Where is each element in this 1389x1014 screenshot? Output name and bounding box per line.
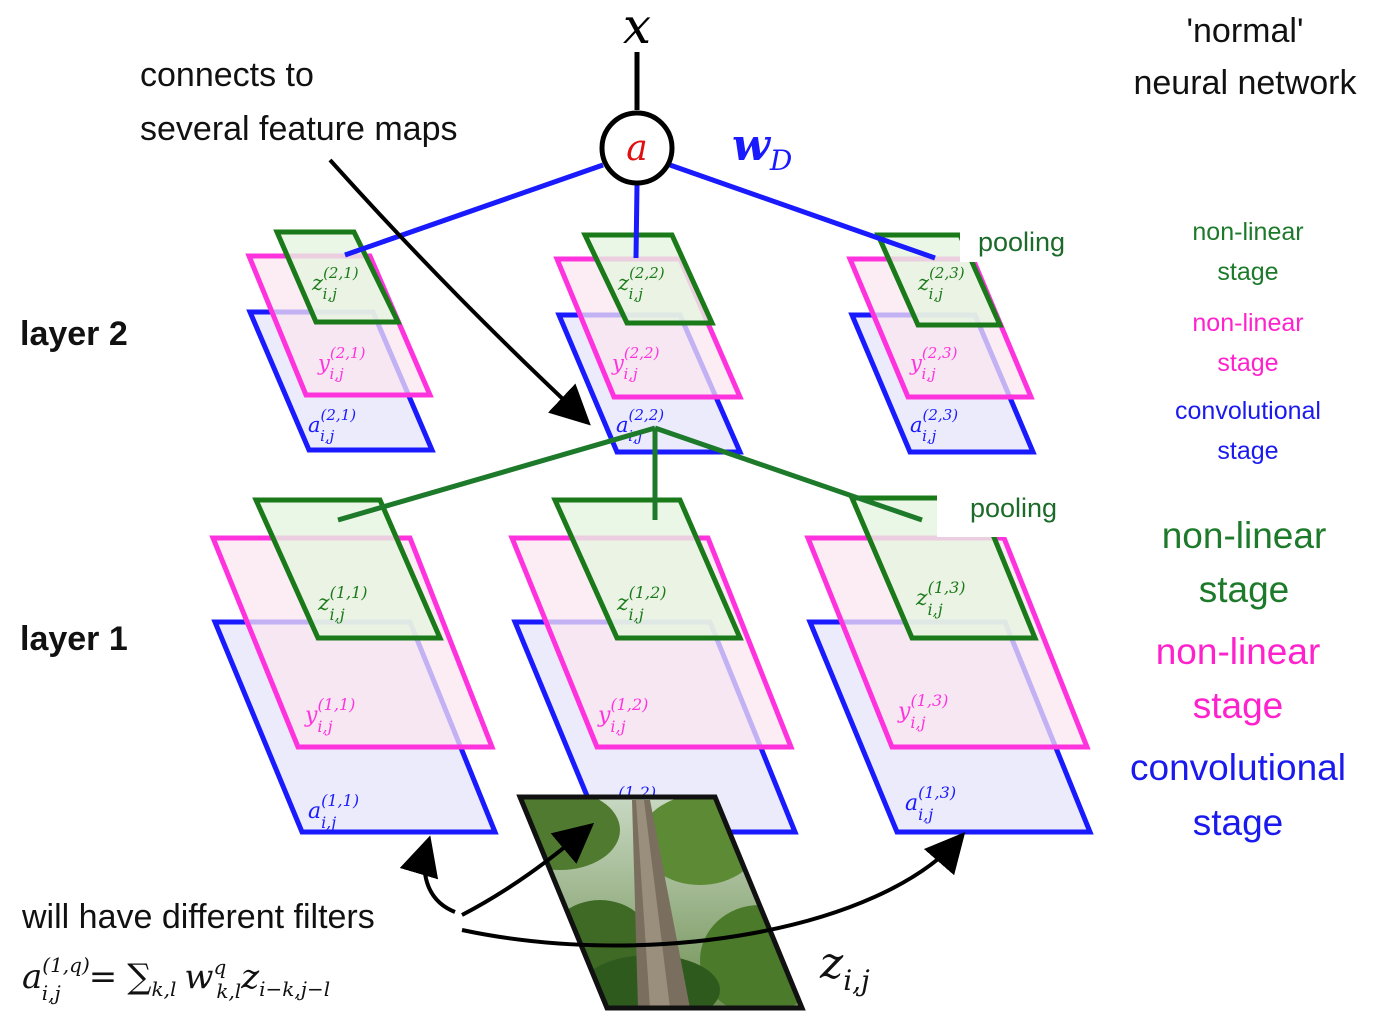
connects-arrow — [328, 158, 591, 426]
layer1-maps — [209, 495, 1094, 835]
input-label: x — [623, 0, 651, 55]
l2-map2-a-label: a(2,2)i,j — [616, 406, 664, 445]
l2-map2-y-label: y(2,2)i,j — [611, 344, 660, 383]
map3-y-label: y(1,3)i,j — [897, 691, 948, 732]
layer1-map-3 — [804, 495, 1094, 835]
neuron-circle — [599, 110, 675, 186]
layer1-map-2 — [508, 497, 799, 835]
l2-map3-a-label: a(2,3)i,j — [910, 406, 958, 445]
layer2-map-2 — [553, 232, 744, 455]
layer1-label: layer 1 — [20, 620, 128, 658]
layer2-labels: z(2,1)i,j y(2,1)i,j a(2,1)i,j z(2,2)i,j … — [308, 264, 965, 445]
normal-nn-line2: neural network — [1133, 64, 1357, 102]
layer1-map-1 — [209, 497, 499, 835]
l2-nonlinear2-line2: stage — [1217, 349, 1278, 377]
l2-nonlinear2-line1: non-linear — [1192, 309, 1303, 337]
l2-map3-y-label: y(2,3)i,j — [909, 344, 958, 383]
weights-lines — [344, 162, 936, 261]
filters-arrow-2 — [461, 822, 595, 917]
l1-nonlinear2-line2: stage — [1193, 685, 1284, 726]
map3-a-label: a(1,3)i,j — [905, 783, 956, 824]
connects-label-line2: several feature maps — [140, 110, 458, 148]
layer2-label: layer 2 — [20, 315, 128, 353]
pooling-sheet — [581, 232, 716, 326]
l2-map1-a-label: a(2,1)i,j — [308, 406, 356, 445]
l1-nonlinear1-line2: stage — [1199, 569, 1290, 610]
pooling-label-bg-2 — [960, 222, 1090, 262]
input-image-label: zi,j — [819, 938, 870, 997]
connects-label-line1: connects to — [140, 56, 314, 94]
neuron-label: a — [626, 128, 647, 169]
filters-arrow-3 — [461, 831, 966, 948]
l2-nonlinear1-line1: non-linear — [1192, 218, 1303, 246]
l2-map1-z-label: z(2,1)i,j — [311, 264, 359, 303]
l2-conv-line1: convolutional — [1175, 397, 1321, 425]
l2-map2-z-label: z(2,2)i,j — [617, 264, 665, 303]
l1-nonlinear2-line1: non-linear — [1156, 631, 1321, 672]
weights-label: wD — [732, 120, 792, 177]
l2-nonlinear1-line2: stage — [1217, 258, 1278, 286]
pooling-label-bg-1 — [937, 487, 1082, 537]
annotations: connects to several feature maps 'normal… — [20, 12, 1358, 936]
layer2-map-1 — [245, 229, 436, 453]
map2-y-label: y(1,2)i,j — [597, 695, 648, 736]
l1-nonlinear1-line1: non-linear — [1162, 515, 1327, 556]
layer1-labels: z(1,1)i,j y(1,1)i,j a(1,1)i,j z(1,2)i,j … — [304, 578, 966, 832]
pooling-sheet — [252, 497, 444, 641]
l2-conv-line2: stage — [1217, 437, 1278, 465]
map2-z-label: z(1,2)i,j — [616, 583, 667, 624]
map3-z-label: z(1,3)i,j — [915, 578, 966, 619]
layer1-to-layer2-connections — [337, 425, 923, 523]
l1-conv-line2: stage — [1193, 802, 1284, 843]
map1-y-label: y(1,1)i,j — [304, 695, 355, 736]
pooling-label-layer1: pooling — [970, 493, 1057, 523]
l2-map1-y-label: y(2,1)i,j — [317, 344, 366, 383]
input-image-frame — [516, 794, 806, 1011]
pooling-sheet — [273, 229, 403, 325]
pooling-label-layer2: pooling — [978, 227, 1065, 257]
l2-map3-z-label: z(2,3)i,j — [917, 264, 965, 303]
map1-z-label: z(1,1)i,j — [317, 583, 368, 624]
different-filters-label: will have different filters — [21, 898, 375, 936]
normal-nn-line1: 'normal' — [1187, 12, 1304, 50]
map1-a-label: a(1,1)i,j — [308, 791, 359, 832]
l1-conv-line1: convolutional — [1130, 747, 1346, 788]
pooling-sheet — [551, 497, 744, 641]
filters-arrow-1 — [399, 835, 456, 914]
